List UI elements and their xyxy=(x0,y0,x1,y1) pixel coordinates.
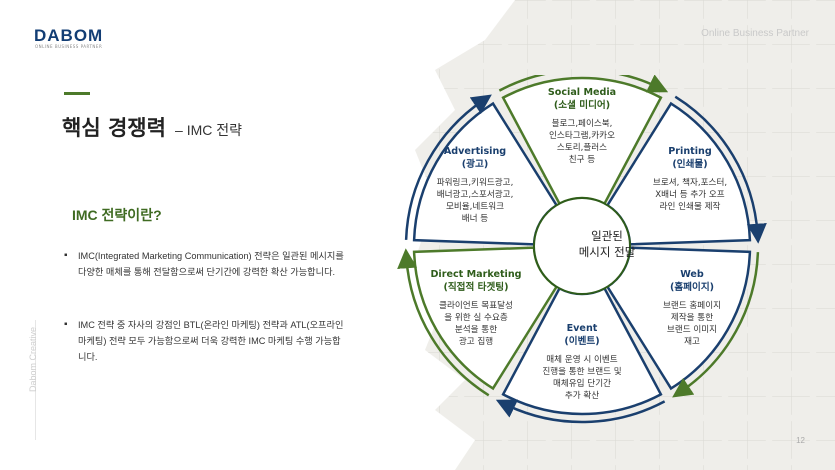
segment-subtitle: (직접적 타겟팅) xyxy=(443,282,509,293)
page-title-sub: – IMC 전략 xyxy=(175,122,243,138)
vertical-brand-text: Dabom Creative xyxy=(28,326,38,392)
center-circle xyxy=(533,197,631,295)
logo-text: DABOM xyxy=(34,26,104,45)
center-line: 일관된 xyxy=(591,229,623,243)
segment-subtitle: (광고) xyxy=(461,159,489,170)
segment-social-media: Social Media (소셜 미디어) 블로그,페이스북,인스타그램,카카오… xyxy=(532,86,632,166)
segment-advertising: Advertising (광고) 파워링크,키워드광고,배너광고,스포서광고, … xyxy=(416,145,534,225)
segment-printing: Printing (인쇄물) 브로셔, 책자,포스터,X배너 등 추가 오프 라… xyxy=(632,145,748,213)
segment-subtitle: (이벤트) xyxy=(564,336,600,347)
page-title-main: 핵심 경쟁력 xyxy=(62,116,166,140)
logo-tagline: ONLINE BUSINESS PARTNER xyxy=(35,44,103,49)
segment-title: Event xyxy=(566,323,598,334)
imc-cycle-diagram xyxy=(397,75,767,424)
header-partner-text: Online Business Partner xyxy=(701,28,809,39)
side-divider xyxy=(35,320,36,440)
cycle-arrow xyxy=(495,399,666,424)
segment-title: Social Media xyxy=(547,87,617,98)
company-logo: DABOM ONLINE BUSINESS PARTNER xyxy=(34,26,124,52)
segment-subtitle: (홈페이지) xyxy=(669,282,715,293)
bullet-item: IMC(Integrated Marketing Communication) … xyxy=(64,248,344,280)
segment-title: Advertising xyxy=(443,146,507,157)
segment-subtitle: (인쇄물) xyxy=(672,159,708,170)
title-accent-bar xyxy=(64,92,90,95)
page-title: 핵심 경쟁력 – IMC 전략 xyxy=(62,112,242,142)
segment-title: Printing xyxy=(668,146,712,157)
segment-title: Direct Marketing xyxy=(430,269,522,280)
segment-title: Web xyxy=(680,269,704,280)
section-question: IMC 전략이란? xyxy=(72,207,162,223)
segment-body: 브로셔, 책자,포스터,X배너 등 추가 오프 라인 인쇄물 제작 xyxy=(652,178,728,212)
cycle-arrow xyxy=(404,94,492,240)
center-line: 메시지 전달 xyxy=(578,245,636,259)
segment-subtitle: (소셜 미디어) xyxy=(553,100,611,111)
cycle-arrow xyxy=(498,75,669,93)
bullet-item: IMC 전략 중 자사의 강점인 BTL(온라인 마케팅) 전략과 ATL(오프… xyxy=(64,317,344,365)
cycle-arrow xyxy=(397,248,490,397)
cycle-arrow xyxy=(674,95,767,244)
page-number: 12 xyxy=(796,436,805,445)
cycle-arrow xyxy=(672,252,760,398)
center-message: 일관된 메시지 전달 xyxy=(567,228,647,260)
